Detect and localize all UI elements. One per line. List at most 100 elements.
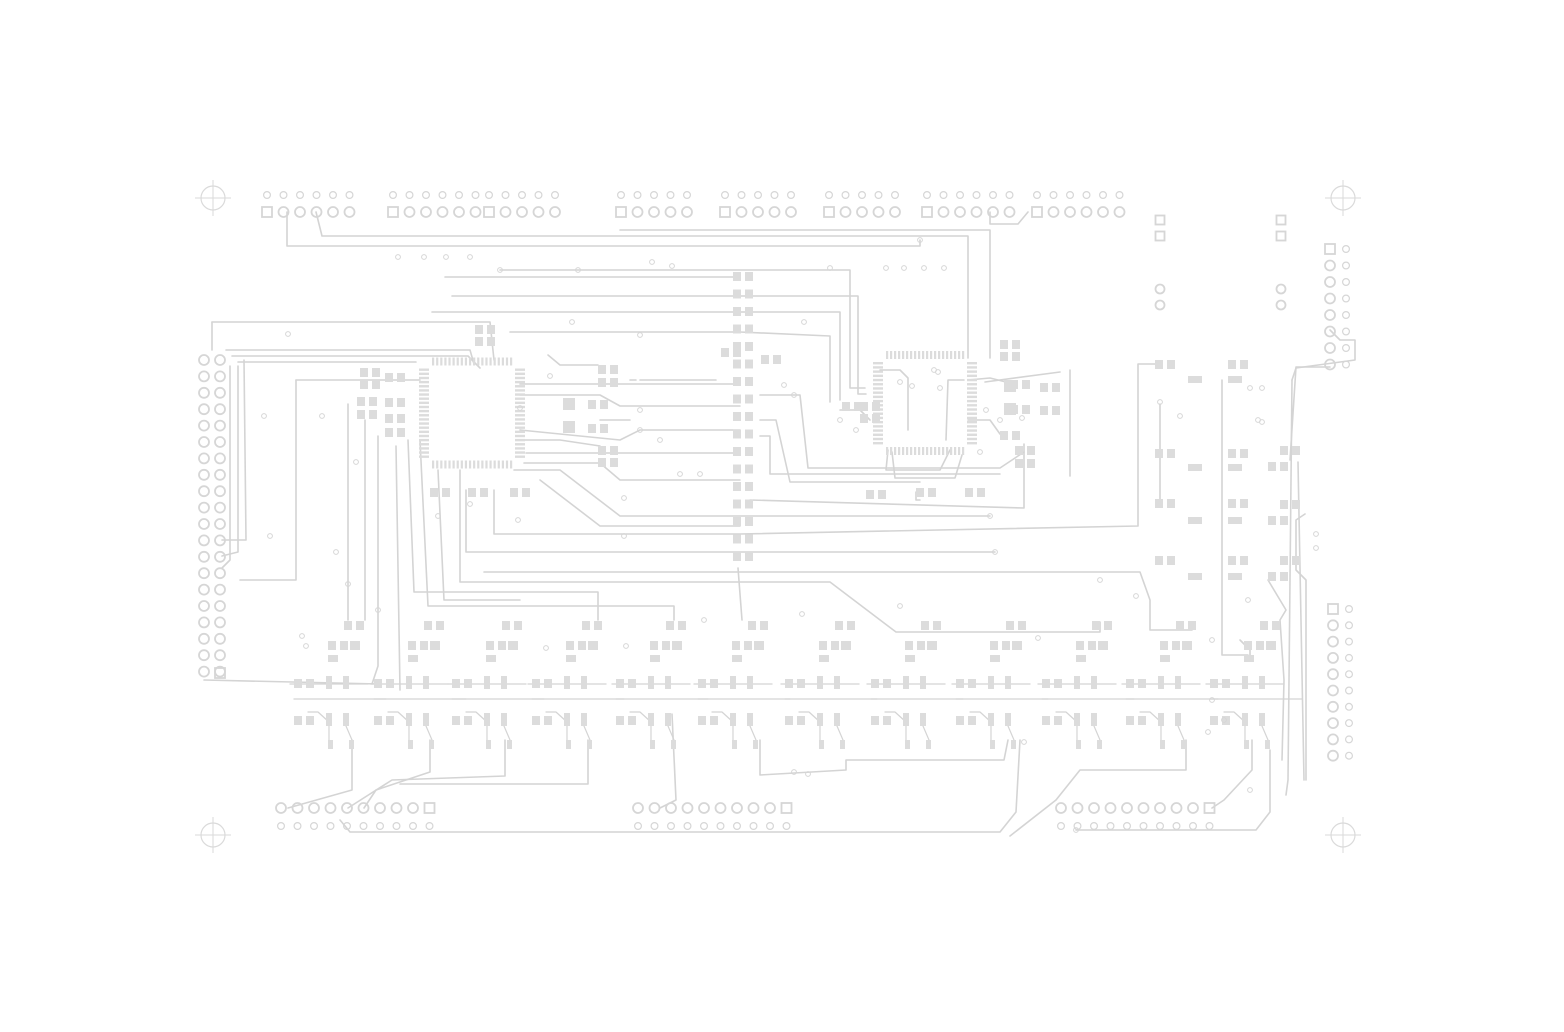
- smd-pad: [419, 409, 429, 413]
- smd-pad: [1012, 641, 1022, 650]
- smd-pad: [306, 716, 314, 725]
- via: [1341, 294, 1350, 303]
- via: [901, 265, 907, 271]
- smd-pad: [1138, 716, 1146, 725]
- smd-pad: [744, 641, 752, 650]
- through-hole-pad: [436, 206, 449, 218]
- smd-pad: [419, 418, 429, 421]
- via: [1344, 637, 1353, 646]
- smd-pad: [1088, 641, 1096, 650]
- via: [890, 191, 899, 200]
- smd-pad: [990, 740, 995, 749]
- smd-pad: [515, 393, 525, 396]
- smd-pad: [1175, 676, 1181, 689]
- smd-pad: [902, 447, 905, 455]
- smd-pad: [905, 740, 910, 749]
- via: [805, 771, 811, 777]
- smd-pad: [967, 420, 977, 424]
- through-hole-pad: [277, 206, 290, 218]
- smd-pad: [745, 482, 753, 491]
- via: [285, 331, 291, 337]
- smd-pad: [918, 447, 921, 455]
- smd-pad: [385, 428, 393, 437]
- smd-pad: [1228, 517, 1242, 524]
- trace: [1291, 329, 1356, 381]
- smd-pad: [610, 365, 618, 374]
- smd-pad: [958, 447, 961, 455]
- smd-pad: [917, 641, 925, 650]
- through-hole-layer: [198, 206, 1339, 814]
- smd-pad: [501, 676, 507, 689]
- smd-pad: [958, 351, 961, 359]
- trace: [1221, 379, 1249, 656]
- smd-pad: [894, 447, 897, 455]
- smd-pad: [532, 716, 540, 725]
- smd-pad: [515, 414, 525, 417]
- through-hole-pad: [308, 802, 320, 814]
- trace: [203, 679, 381, 685]
- via: [1344, 653, 1353, 662]
- via: [749, 821, 758, 830]
- via: [782, 821, 791, 830]
- smd-pad: [933, 621, 941, 630]
- smd-pad: [914, 447, 917, 455]
- smd-pad: [306, 679, 314, 688]
- via: [623, 643, 629, 649]
- smd-pad: [831, 641, 839, 650]
- through-hole-pad: [214, 436, 226, 448]
- smd-pad: [1022, 380, 1030, 389]
- smd-pad: [484, 676, 490, 689]
- smd-pad: [733, 377, 741, 386]
- smd-pad: [468, 488, 476, 497]
- via: [666, 191, 675, 200]
- smd-pad: [598, 365, 606, 374]
- smd-pad: [872, 414, 880, 423]
- via: [1341, 311, 1350, 320]
- via: [987, 513, 993, 519]
- square-pad: [423, 802, 436, 814]
- smd-pad: [515, 372, 525, 376]
- smd-pad: [967, 416, 977, 420]
- smd-pad: [1004, 380, 1016, 392]
- through-hole-pad: [214, 403, 226, 416]
- smd-pad: [1076, 641, 1084, 650]
- smd-pad: [1228, 556, 1236, 565]
- smd-pad: [408, 655, 418, 662]
- smd-pad: [507, 740, 512, 749]
- via: [1341, 278, 1350, 287]
- square-pad: [1203, 802, 1216, 814]
- smd-pad: [544, 716, 552, 725]
- smd-pad: [1012, 340, 1020, 349]
- smd-pad: [873, 437, 883, 441]
- smd-pad: [1167, 556, 1175, 565]
- smd-pad: [515, 380, 525, 384]
- through-hole-pad: [1154, 802, 1166, 814]
- trace: [347, 739, 506, 809]
- smd-pad: [967, 362, 977, 365]
- square-pad: [214, 667, 226, 679]
- trace: [749, 443, 1025, 509]
- trace: [1297, 461, 1305, 781]
- smd-pad: [745, 272, 753, 281]
- smd-pad: [464, 716, 472, 725]
- via: [1115, 191, 1124, 200]
- smd-pad: [440, 357, 443, 366]
- via: [1073, 827, 1079, 833]
- via: [1221, 717, 1227, 723]
- smd-pad: [745, 464, 753, 474]
- smd-pad: [730, 676, 736, 689]
- through-hole-pad: [198, 534, 210, 547]
- smd-pad: [419, 389, 429, 392]
- via: [421, 254, 427, 260]
- smd-pad: [372, 380, 380, 389]
- smd-pad: [926, 351, 929, 359]
- via: [547, 373, 553, 379]
- smd-pad: [819, 740, 824, 749]
- smd-pad: [990, 655, 1000, 662]
- smd-pad: [505, 460, 509, 469]
- smd-pad: [698, 716, 706, 725]
- smd-pad: [419, 385, 429, 388]
- smd-pad: [532, 679, 540, 688]
- smd-pad: [600, 424, 608, 433]
- smd-pad: [1076, 740, 1081, 749]
